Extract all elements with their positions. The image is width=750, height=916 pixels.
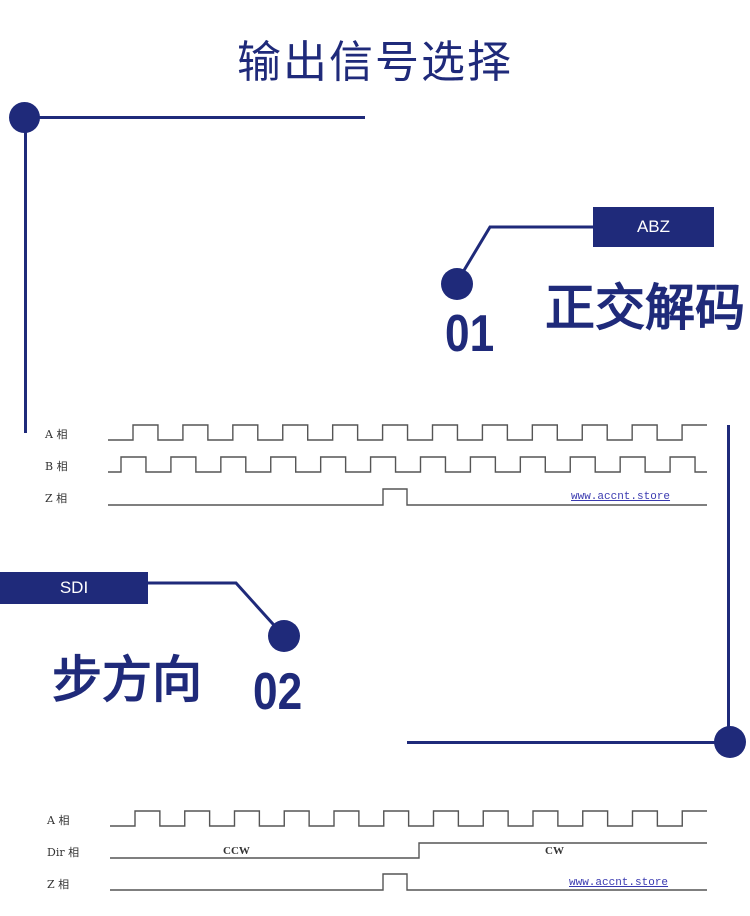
signal-label-a: A 相 (45, 428, 68, 441)
section2-dot (268, 620, 300, 652)
dir-phase-wave (110, 842, 707, 859)
section1-heading: 正交解码 (545, 279, 745, 337)
signal-label-dir: Dir 相 (47, 846, 80, 859)
cw-label: CW (545, 845, 564, 857)
sdi-badge: SDI (0, 572, 148, 604)
url-text[interactable]: www.accnt.store (571, 491, 671, 503)
z-phase-wave (108, 488, 707, 506)
signal-label-b: B 相 (45, 460, 68, 473)
abz-badge: ABZ (593, 207, 714, 247)
b-phase-wave (108, 456, 707, 473)
signal-label-z: Z 相 (47, 878, 70, 891)
decor-line (24, 116, 27, 433)
decor-dot (714, 726, 746, 758)
page-title: 输出信号选择 (237, 37, 513, 88)
signal-label-a: A 相 (47, 814, 70, 827)
section2-heading: 步方向 (52, 651, 202, 709)
decor-line (727, 425, 730, 742)
section1-dot (441, 268, 473, 300)
decor-line (407, 741, 729, 744)
a-phase-wave (110, 810, 707, 827)
z-phase-wave (110, 873, 707, 891)
section2-number: 02 (253, 663, 303, 721)
url-text[interactable]: www.accnt.store (569, 877, 669, 889)
section1-number: 01 (445, 305, 495, 363)
a-phase-wave (108, 424, 707, 441)
signal-label-z: Z 相 (45, 492, 68, 505)
decor-line (24, 116, 365, 119)
ccw-label: CCW (223, 845, 250, 857)
